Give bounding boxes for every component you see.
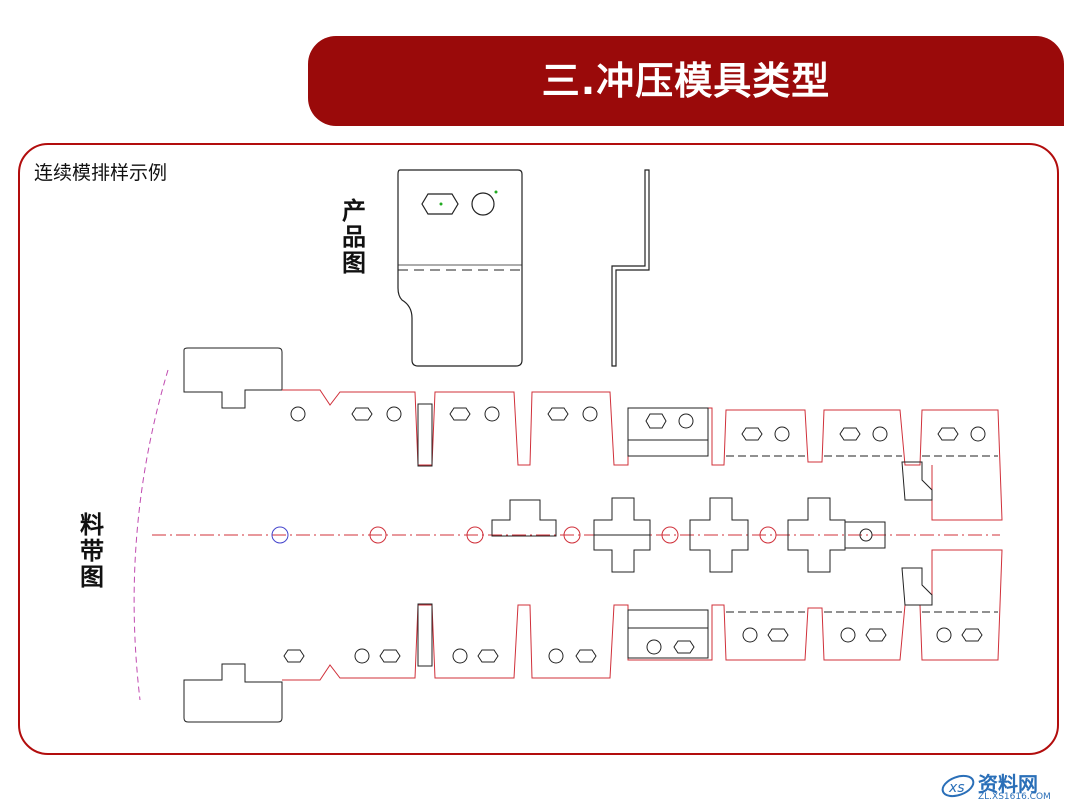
watermark-text: 资料网 bbox=[978, 772, 1038, 796]
svg-text:xs: xs bbox=[948, 780, 965, 796]
strip-label: 料带图 bbox=[80, 511, 104, 591]
watermark-url: ZL.XS1616.COM bbox=[978, 792, 1051, 802]
content-frame bbox=[18, 143, 1059, 755]
product-label: 产品图 bbox=[342, 197, 366, 277]
product-drawing bbox=[397, 169, 650, 367]
title-banner: 三.冲压模具类型 bbox=[308, 36, 1064, 126]
watermark: xs 资料网 ZL.XS1616.COM bbox=[940, 768, 1076, 808]
strip-drawing bbox=[133, 347, 1003, 723]
watermark-logo-icon: xs bbox=[941, 774, 975, 798]
page-title: 三.冲压模具类型 bbox=[541, 59, 831, 103]
subtitle: 连续模排样示例 bbox=[34, 162, 168, 184]
